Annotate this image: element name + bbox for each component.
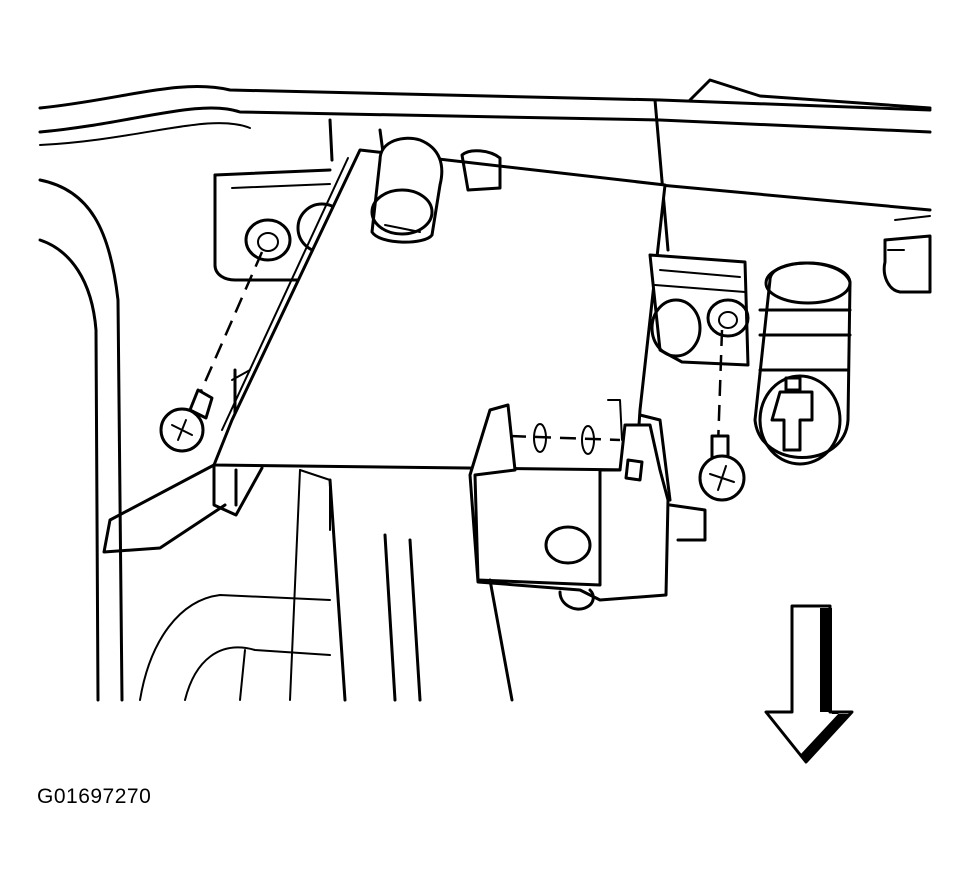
down-arrow-icon: [764, 604, 854, 764]
dash-panel-outline: [38, 78, 932, 252]
left-inner-panel: [38, 178, 331, 702]
figure-id-label: G01697270: [37, 785, 152, 808]
lower-front-bracket: [468, 399, 707, 611]
electrical-connector-icon: [753, 261, 852, 466]
top-locator-post: [370, 136, 502, 244]
right-mounting-bracket: [648, 253, 750, 367]
right-screw-guide-line: [716, 329, 724, 447]
left-screw-icon: [159, 388, 214, 453]
side-clip: [882, 215, 932, 294]
left-screw-guide-line: [196, 251, 264, 399]
support-members: [289, 469, 514, 702]
right-screw-icon: [698, 434, 746, 502]
